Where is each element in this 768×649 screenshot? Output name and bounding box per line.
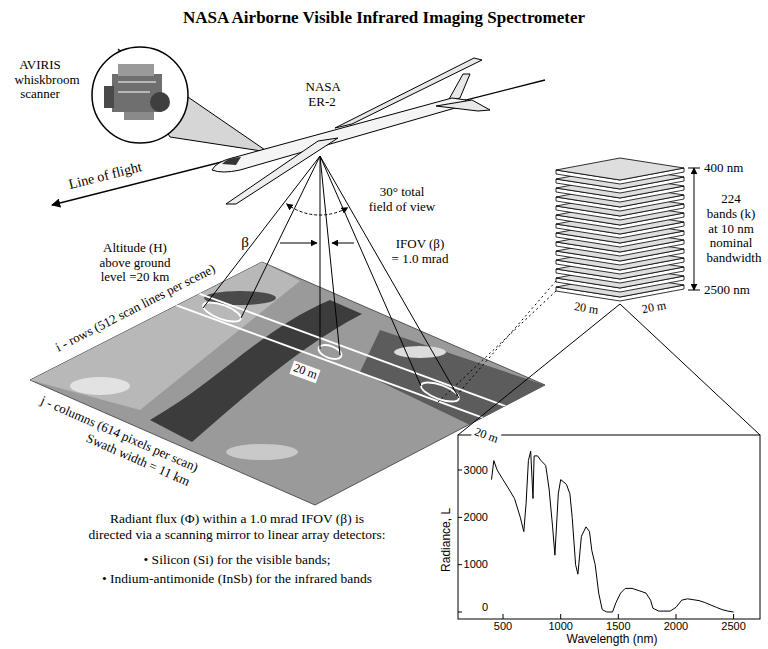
scanner-top <box>118 64 154 76</box>
chart-frame <box>458 435 760 619</box>
flight-line <box>52 80 545 205</box>
instrument-label: AVIRIS whiskbroom scanner <box>15 58 66 103</box>
wavelength-end: 2500 nm <box>704 283 750 298</box>
tick-mark <box>458 517 462 518</box>
fov-label: 30° total field of view <box>369 185 436 215</box>
inset-circle <box>92 47 188 143</box>
fuselage <box>212 98 466 172</box>
scanner-detail <box>118 91 150 93</box>
tick-mark <box>458 612 462 613</box>
axis-tick-label: 1500 <box>606 620 630 633</box>
scanner-mirror <box>150 92 170 112</box>
dotted-leader <box>436 291 556 404</box>
ifov-angle-symbol: β <box>241 234 249 251</box>
axis-ticks <box>458 470 734 619</box>
axis-title: Wavelength (nm) <box>567 633 658 647</box>
tick-mark <box>458 470 462 471</box>
cone-line <box>320 156 459 398</box>
ifov-label: IFOV (β) = 1.0 mrad <box>392 237 449 267</box>
band-bracket <box>694 168 695 290</box>
detector-note: Radiant flux (Φ) within a 1.0 mrad IFOV … <box>89 511 386 542</box>
tick-mark <box>618 614 619 619</box>
axis-tick-label: 0 <box>482 601 488 614</box>
band-count-label: 224 bands (k) at 10 nm nominal bandwidth <box>707 192 756 267</box>
tick-mark <box>458 564 462 565</box>
band-slab <box>556 158 684 184</box>
ground-patch <box>394 346 446 358</box>
swath-line <box>150 276 540 419</box>
river <box>150 300 362 442</box>
fov-arc <box>287 204 348 215</box>
scanner-base <box>124 112 154 120</box>
tick-mark <box>733 614 734 619</box>
tick-mark <box>676 614 677 619</box>
detector-bullet: • Indium-antimonide (InSb) for the infra… <box>102 571 372 587</box>
radiance-spectrum <box>492 451 734 612</box>
ground-image <box>30 262 545 505</box>
axis-tick-label: 2500 <box>721 620 745 633</box>
axis-tick-label: 1000 <box>548 620 572 633</box>
cone-line <box>203 156 320 308</box>
cone-line <box>320 156 321 349</box>
zoom-line <box>458 304 620 435</box>
stabilizer <box>436 100 490 111</box>
wavelength-start: 400 nm <box>704 161 743 176</box>
diagram-title: NASA Airborne Visible Infrared Imaging S… <box>183 8 585 28</box>
bracket-tick <box>688 290 700 291</box>
cockpit <box>222 157 241 165</box>
ifov-arrow <box>332 243 354 244</box>
ground-patch <box>360 330 545 425</box>
bracket-tick <box>688 168 700 169</box>
altitude-label: Altitude (H) above ground level =20 km <box>99 241 171 286</box>
image-cube <box>556 158 684 301</box>
cube-dimension: 20 m <box>573 300 599 317</box>
dotted-leader <box>456 281 556 396</box>
axis-tick-label: 1000 <box>464 558 488 571</box>
aircraft <box>212 58 490 204</box>
cone-line <box>241 156 320 318</box>
near-wing <box>226 138 338 204</box>
flight-direction-label: Line of flight <box>67 159 143 193</box>
ifov-arrow <box>280 243 317 244</box>
view-cone <box>203 156 459 398</box>
axis-tick-label: 500 <box>494 620 512 633</box>
swath-line <box>150 296 540 439</box>
tick-mark <box>560 614 561 619</box>
axis-tick-label: 3000 <box>464 464 488 477</box>
zoom-line <box>620 304 760 435</box>
tail-fin <box>448 74 470 101</box>
ground-patch <box>226 444 298 460</box>
axis-tick-label: 2000 <box>464 511 488 524</box>
detector-bullet: • Silicon (Si) for the visible bands; <box>144 552 331 568</box>
axis-tick-label: 2000 <box>664 620 688 633</box>
scanner-detail <box>118 81 156 83</box>
scanner-side <box>104 86 114 108</box>
tick-mark <box>503 614 504 619</box>
axis-title: Radiance, L <box>440 508 454 572</box>
scanner-picture <box>104 64 170 120</box>
aircraft-label: NASA ER-2 <box>306 80 339 110</box>
pixel-footprint <box>419 379 461 406</box>
cube-dimension: 20 m <box>641 299 667 317</box>
ground-patch <box>70 377 130 395</box>
